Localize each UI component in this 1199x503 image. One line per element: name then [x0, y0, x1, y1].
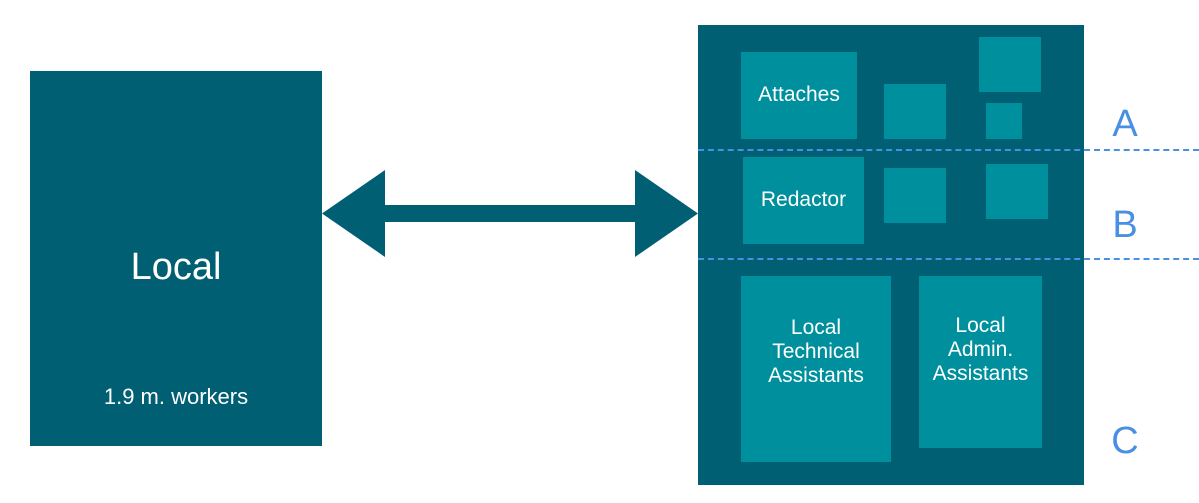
double-arrow-icon	[322, 170, 698, 257]
attaches-label: Attaches	[758, 83, 840, 107]
tier-b-square	[986, 164, 1048, 219]
tier-a-square	[979, 37, 1041, 92]
attaches-box: Attaches	[741, 52, 857, 139]
tier-label-b: B	[1112, 204, 1138, 246]
local-box: Local 1.9 m. workers	[30, 71, 322, 446]
redactor-box: Redactor	[743, 157, 864, 244]
local-technical-assistants-box: Local Technical Assistants	[741, 276, 891, 462]
local-technical-assistants-label: Local Technical Assistants	[768, 316, 864, 388]
tier-divider-bc	[698, 258, 1199, 260]
tier-label-c: C	[1111, 420, 1139, 462]
redactor-label: Redactor	[760, 188, 847, 212]
local-admin-assistants-label: Local Admin. Assistants	[932, 314, 1029, 386]
tier-a-square	[884, 84, 946, 139]
tier-label-a: A	[1112, 103, 1138, 145]
local-admin-assistants-box: Local Admin. Assistants	[919, 276, 1042, 448]
local-title: Local	[130, 246, 222, 288]
tier-a-square	[986, 103, 1022, 139]
tier-divider-ab	[698, 149, 1199, 151]
workers-count: 1.9 m. workers	[103, 384, 249, 409]
tier-b-square	[884, 168, 946, 223]
